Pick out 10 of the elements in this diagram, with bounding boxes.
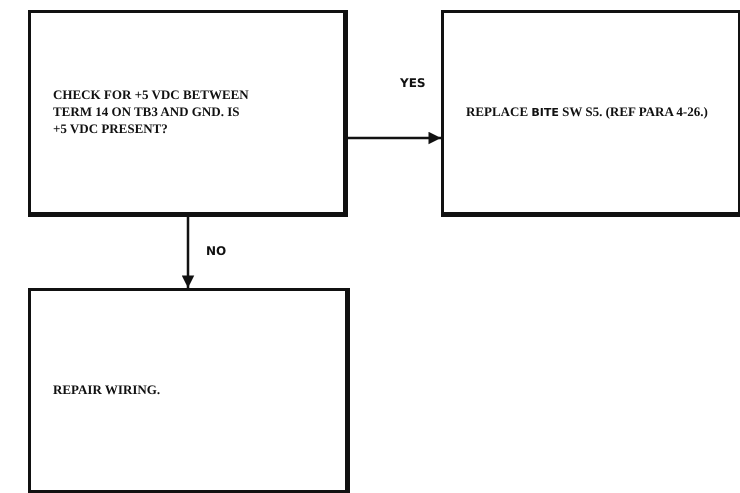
- box-text: REPLACE BITE SW S5. (REF PARA 4-26.): [465, 104, 709, 121]
- box-text: CHECK FOR +5 VDC BETWEEN TERM 14 ON TB3 AND GND. IS +5 VDC PRESENT?: [52, 87, 250, 138]
- process-box: [28, 288, 350, 493]
- arrow: [348, 132, 441, 144]
- process-box: [28, 10, 348, 217]
- arrow: [182, 217, 194, 288]
- edge-label: YES: [400, 76, 426, 90]
- box-text: REPAIR WIRING.: [52, 382, 162, 399]
- process-box: [441, 10, 740, 217]
- edge-label: NO: [206, 244, 226, 258]
